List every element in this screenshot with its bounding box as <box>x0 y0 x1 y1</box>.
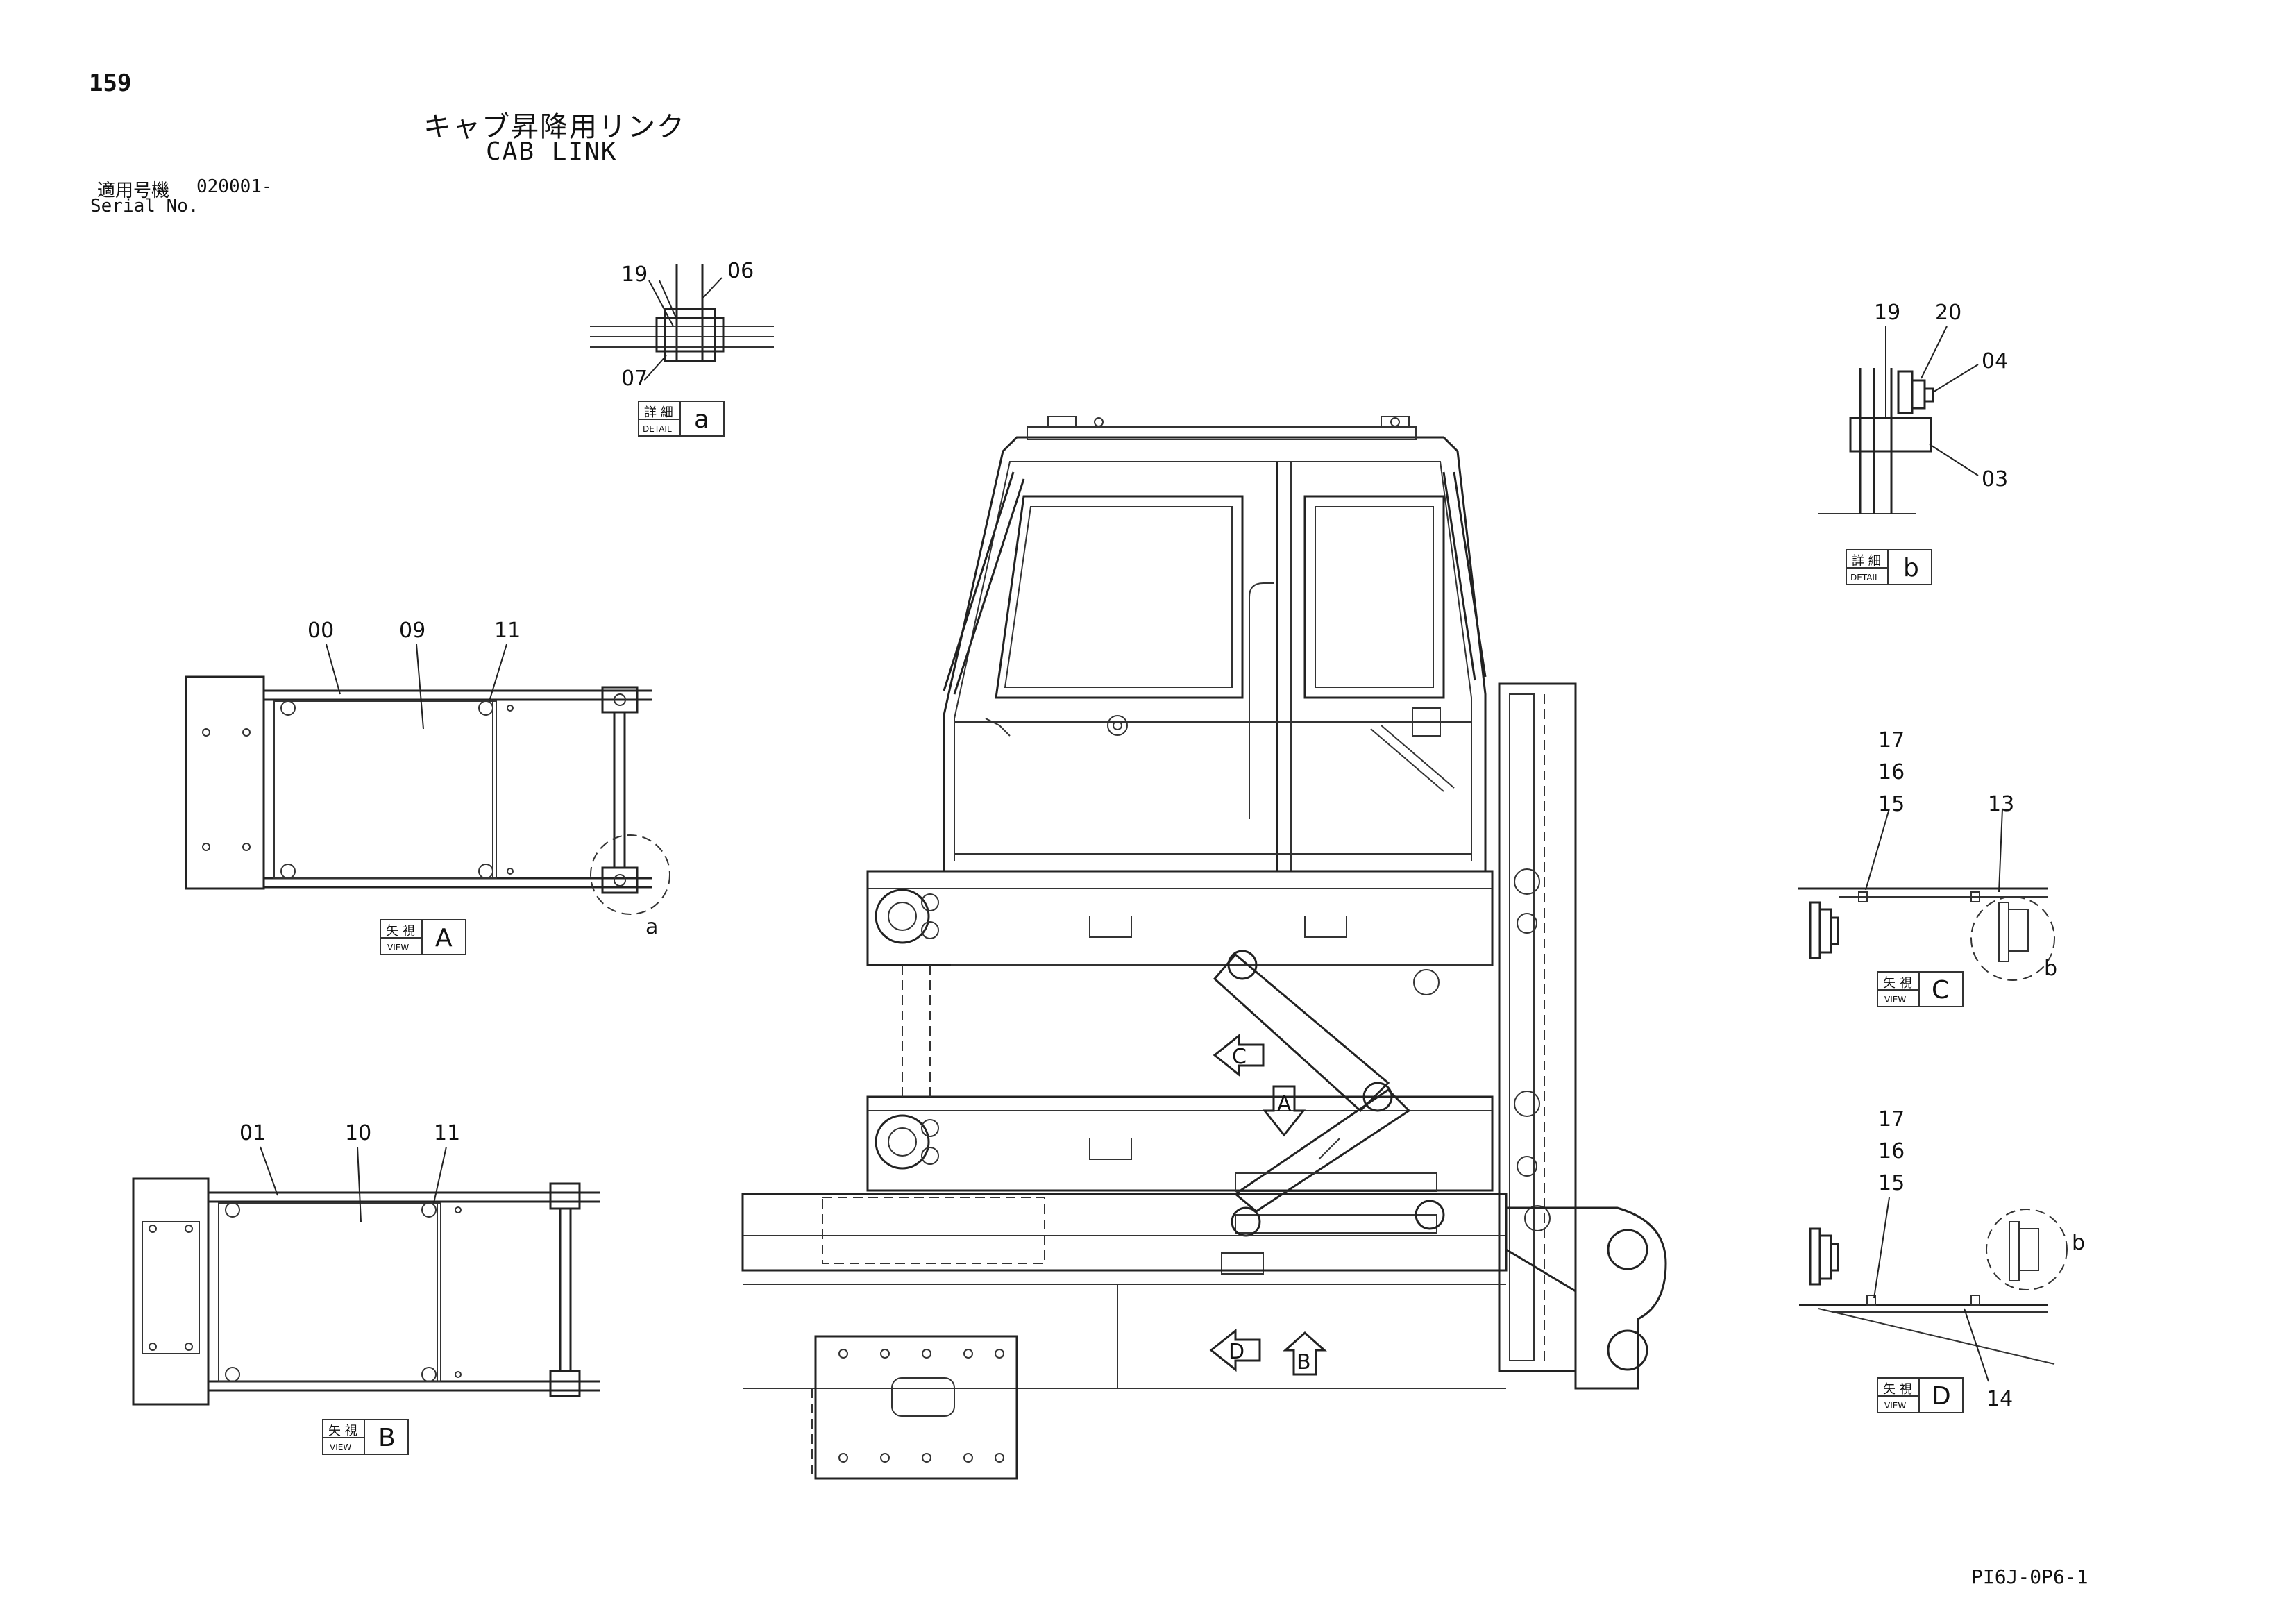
view-c-part-label: 13 <box>1988 792 2014 816</box>
detail-a-reference: a <box>645 915 658 939</box>
svg-text:C: C <box>1932 976 1949 1004</box>
document-code: PI6J-0P6-1 <box>1971 1565 2088 1588</box>
view-a-part-label: 09 <box>399 619 425 643</box>
svg-text:DETAIL: DETAIL <box>1850 573 1880 582</box>
svg-text:矢 視: 矢 視 <box>328 1424 357 1438</box>
view-a-tag: 矢 視 VIEW A <box>380 919 466 955</box>
detail-b-part-label: 04 <box>1982 349 2008 373</box>
view-arrow-c: C <box>1213 1033 1265 1077</box>
svg-text:矢 視: 矢 視 <box>1883 976 1912 991</box>
view-b-part-label: 01 <box>239 1121 266 1145</box>
detail-b-part-label: 19 <box>1874 301 1900 325</box>
detail-b-part-label: 03 <box>1982 467 2008 491</box>
detail-a-view: 19 06 07 詳 細 DETAIL a <box>590 259 774 437</box>
view-a-part-label: 11 <box>494 619 521 643</box>
detail-a-part-label: 19 <box>621 262 648 287</box>
svg-text:VIEW: VIEW <box>1884 995 1906 1004</box>
title-english: CAB LINK <box>486 137 618 166</box>
view-c-part-label: 15 <box>1878 792 1905 816</box>
view-d-part-label: 17 <box>1878 1107 1905 1132</box>
page-number: 159 <box>89 69 132 97</box>
detail-b-tag: 詳 細 DETAIL b <box>1846 549 1932 585</box>
detail-a-tag: 詳 細 DETAIL a <box>638 401 725 437</box>
view-d-part-label: 15 <box>1878 1171 1905 1195</box>
view-c-part-label: 17 <box>1878 728 1905 752</box>
svg-text:A: A <box>1277 1092 1292 1116</box>
svg-text:DETAIL: DETAIL <box>643 424 672 434</box>
main-lift-frame <box>741 682 1667 1480</box>
view-c-part-label: 16 <box>1878 760 1905 784</box>
view-c: 17 16 15 13 b 矢 視 VIEW C <box>1798 728 2057 1007</box>
view-d-part-label: 16 <box>1878 1139 1905 1163</box>
view-d-tag: 矢 視 VIEW D <box>1877 1377 1964 1413</box>
view-d: 17 16 15 14 b 矢 視 VIEW D <box>1799 1107 2085 1413</box>
svg-text:VIEW: VIEW <box>387 943 409 952</box>
serial-label-japanese: 適用号機 <box>97 180 170 201</box>
view-b-part-label: 10 <box>345 1121 371 1145</box>
view-arrow-a: A <box>1262 1085 1306 1137</box>
svg-text:詳 細: 詳 細 <box>644 405 673 420</box>
svg-text:a: a <box>694 405 709 434</box>
view-b-tag: 矢 視 VIEW B <box>322 1419 409 1455</box>
svg-text:詳 細: 詳 細 <box>1852 554 1881 569</box>
detail-b-reference: b <box>2072 1231 2085 1255</box>
serial-label-english: Serial No. <box>90 196 199 217</box>
detail-b-part-label: 20 <box>1935 301 1961 325</box>
view-d-part-label: 14 <box>1986 1387 2013 1411</box>
detail-a-part-label: 07 <box>621 367 648 391</box>
view-arrow-b: B <box>1283 1331 1327 1376</box>
detail-b-view: 19 20 04 03 詳 細 DETAIL b <box>1818 301 2008 585</box>
detail-b-reference: b <box>2044 957 2057 981</box>
svg-text:B: B <box>378 1424 396 1452</box>
svg-text:b: b <box>1903 554 1919 582</box>
main-cab-assembly <box>943 416 1487 873</box>
serial-number-range: 020001- <box>196 176 273 197</box>
view-arrow-d: D <box>1209 1328 1261 1372</box>
view-a: 00 09 11 a 矢 視 VIEW A <box>185 619 670 955</box>
view-b-part-label: 11 <box>434 1121 460 1145</box>
detail-a-part-label: 06 <box>727 259 754 283</box>
svg-text:C: C <box>1232 1045 1247 1069</box>
view-a-part-label: 00 <box>307 619 334 643</box>
view-c-tag: 矢 視 VIEW C <box>1877 971 1964 1007</box>
svg-text:D: D <box>1932 1382 1951 1411</box>
view-b: 01 10 11 矢 視 VIEW B <box>132 1121 600 1455</box>
svg-text:VIEW: VIEW <box>330 1443 351 1452</box>
title-japanese: キャブ昇降用リンク <box>423 111 686 143</box>
svg-text:VIEW: VIEW <box>1884 1401 1906 1411</box>
svg-text:D: D <box>1229 1340 1244 1364</box>
svg-text:矢 視: 矢 視 <box>386 924 415 939</box>
svg-text:矢 視: 矢 視 <box>1883 1382 1912 1397</box>
svg-text:B: B <box>1297 1350 1311 1374</box>
svg-text:A: A <box>435 924 453 952</box>
